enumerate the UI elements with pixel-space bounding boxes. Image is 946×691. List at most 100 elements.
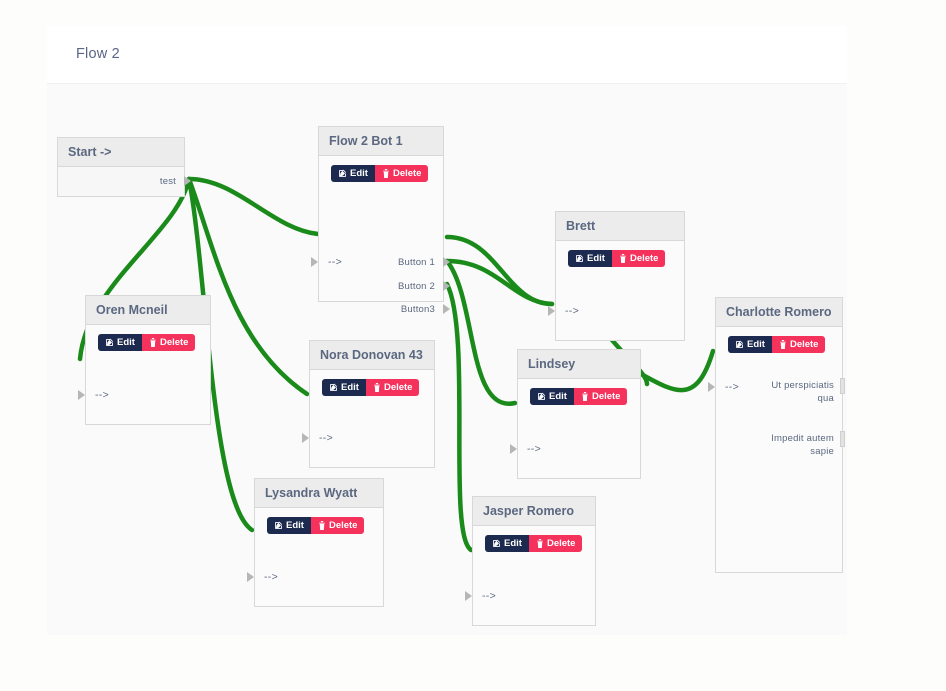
node-jasper-romero[interactable]: Jasper Romero Edit Delete --> [465, 496, 596, 626]
port-in-jasper-romero[interactable]: --> [482, 590, 497, 602]
edit-button-label: Edit [341, 381, 359, 393]
delete-button-label: Delete [789, 338, 819, 350]
edit-button[interactable]: Edit [331, 165, 375, 182]
edge-button3-to-jasper [444, 281, 474, 553]
edge-button2-to-brett [444, 258, 555, 307]
node-charlotte-romero-actions: Edit Delete [716, 327, 842, 353]
port-out-button-1[interactable]: Button 1 [398, 257, 435, 268]
port-in-brett[interactable]: --> [565, 305, 580, 317]
node-flow2bot1-actions: Edit Delete [319, 156, 443, 182]
trash-icon [319, 521, 325, 530]
flow-card-header: Flow 2 [47, 26, 847, 84]
port-in-nora-donovan[interactable]: --> [319, 432, 334, 444]
node-brett-body: Edit Delete --> [548, 241, 684, 340]
node-lindsey-body: Edit Delete --> [510, 379, 640, 478]
node-oren-mcneil-body: Edit Delete --> [78, 325, 210, 424]
edit-button-label: Edit [747, 338, 765, 350]
node-oren-mcneil-actions: Edit Delete [86, 325, 210, 351]
trash-icon [150, 338, 156, 347]
node-brett[interactable]: Brett Edit Delete --> [548, 211, 685, 341]
node-flow2bot1[interactable]: Flow 2 Bot 1 Edit Delete --> [311, 126, 450, 315]
node-charlotte-romero-header: Charlotte Romero [716, 298, 842, 327]
port-in-lindsey[interactable]: --> [527, 443, 542, 455]
pencil-square-icon [538, 392, 546, 400]
port-out-test[interactable]: test [159, 176, 176, 187]
edit-button[interactable]: Edit [530, 388, 574, 405]
trash-icon [582, 392, 588, 401]
trash-icon [620, 254, 626, 263]
edge-start-to-flow2bot1 [186, 176, 321, 237]
node-lysandra-wyatt-header: Lysandra Wyatt [255, 479, 383, 508]
node-nora-donovan[interactable]: Nora Donovan 43 Edit Delete --> [302, 340, 435, 468]
delete-button[interactable]: Delete [310, 517, 365, 534]
edit-button[interactable]: Edit [568, 250, 612, 267]
node-lysandra-wyatt-title: Lysandra Wyatt [265, 486, 358, 500]
port-out-button-2[interactable]: Button 2 [398, 281, 435, 292]
edit-button[interactable]: Edit [485, 535, 529, 552]
delete-button-label: Delete [591, 390, 621, 402]
node-brett-header: Brett [556, 212, 684, 241]
edit-button[interactable]: Edit [267, 517, 311, 534]
trash-icon [383, 169, 389, 178]
edge-button1-to-brett [444, 234, 555, 307]
delete-button-label: Delete [328, 519, 358, 531]
node-jasper-romero-body: Edit Delete --> [465, 526, 595, 625]
port-in-charlotte-romero[interactable]: --> [725, 381, 740, 393]
edit-button[interactable]: Edit [322, 379, 366, 396]
node-charlotte-romero-title: Charlotte Romero [726, 305, 832, 319]
node-oren-mcneil[interactable]: Oren Mcneil Edit Delete --> [78, 295, 211, 425]
port-nub-in-oren-mcneil [78, 390, 85, 400]
node-nora-donovan-actions: Edit Delete [310, 370, 434, 396]
delete-button[interactable]: Delete [141, 334, 196, 351]
edit-button-label: Edit [286, 519, 304, 531]
node-nora-donovan-body: Edit Delete --> [302, 370, 434, 467]
node-flow2bot1-body: Edit Delete --> Button 1 Button 2 Button… [311, 156, 450, 315]
node-lysandra-wyatt-actions: Edit Delete [255, 508, 383, 534]
delete-button[interactable]: Delete [528, 535, 583, 552]
edit-button-label: Edit [117, 336, 135, 348]
port-out-impedit-autem-sapie[interactable]: Impedit autem sapie [771, 433, 834, 457]
node-start-header: Start -> [58, 138, 184, 167]
delete-button[interactable]: Delete [365, 379, 420, 396]
node-brett-actions: Edit Delete [556, 241, 684, 267]
node-lindsey-title: Lindsey [528, 357, 576, 371]
delete-button[interactable]: Delete [374, 165, 429, 182]
pencil-square-icon [736, 340, 744, 348]
node-lindsey[interactable]: Lindsey Edit Delete --> [510, 349, 641, 479]
port-nub-out-button-3 [443, 304, 450, 314]
edit-button-label: Edit [587, 252, 605, 264]
port-in-lysandra-wyatt[interactable]: --> [264, 571, 279, 583]
trash-icon [374, 383, 380, 392]
node-start[interactable]: Start -> test [57, 137, 191, 197]
flow-card: Flow 2 [47, 26, 847, 635]
node-start-body: test [58, 167, 191, 196]
port-nub-out-ut-perspiciatis-qua [840, 378, 845, 394]
node-oren-mcneil-header: Oren Mcneil [86, 296, 210, 325]
delete-button[interactable]: Delete [771, 336, 826, 353]
page-title: Flow 2 [76, 46, 120, 62]
edit-button[interactable]: Edit [728, 336, 772, 353]
edit-button-label: Edit [549, 390, 567, 402]
node-oren-mcneil-title: Oren Mcneil [96, 303, 168, 317]
edge-button2-to-lindsey [444, 258, 518, 406]
node-charlotte-romero[interactable]: Charlotte Romero Edit Delete --> [708, 297, 845, 573]
port-out-button-3[interactable]: Button3 [400, 304, 435, 315]
delete-button[interactable]: Delete [573, 388, 628, 405]
flow-canvas[interactable]: Start -> test Flow 2 Bot 1 Edit [47, 84, 847, 635]
pencil-square-icon [493, 539, 501, 547]
delete-button[interactable]: Delete [611, 250, 666, 267]
node-jasper-romero-header: Jasper Romero [473, 497, 595, 526]
port-nub-in-nora-donovan [302, 433, 309, 443]
node-lysandra-wyatt[interactable]: Lysandra Wyatt Edit Delete --> [247, 478, 384, 607]
edit-button[interactable]: Edit [98, 334, 142, 351]
port-nub-in-lysandra-wyatt [247, 572, 254, 582]
node-jasper-romero-title: Jasper Romero [483, 504, 575, 518]
port-in-flow2bot1[interactable]: --> [328, 256, 343, 268]
node-flow2bot1-header: Flow 2 Bot 1 [319, 127, 443, 156]
trash-icon [537, 539, 543, 548]
node-lindsey-header: Lindsey [518, 350, 640, 379]
edit-button-label: Edit [350, 167, 368, 179]
node-nora-donovan-header: Nora Donovan 43 [310, 341, 434, 370]
port-in-oren-mcneil[interactable]: --> [95, 389, 110, 401]
port-out-ut-perspiciatis-qua[interactable]: Ut perspiciatis qua [771, 380, 834, 404]
